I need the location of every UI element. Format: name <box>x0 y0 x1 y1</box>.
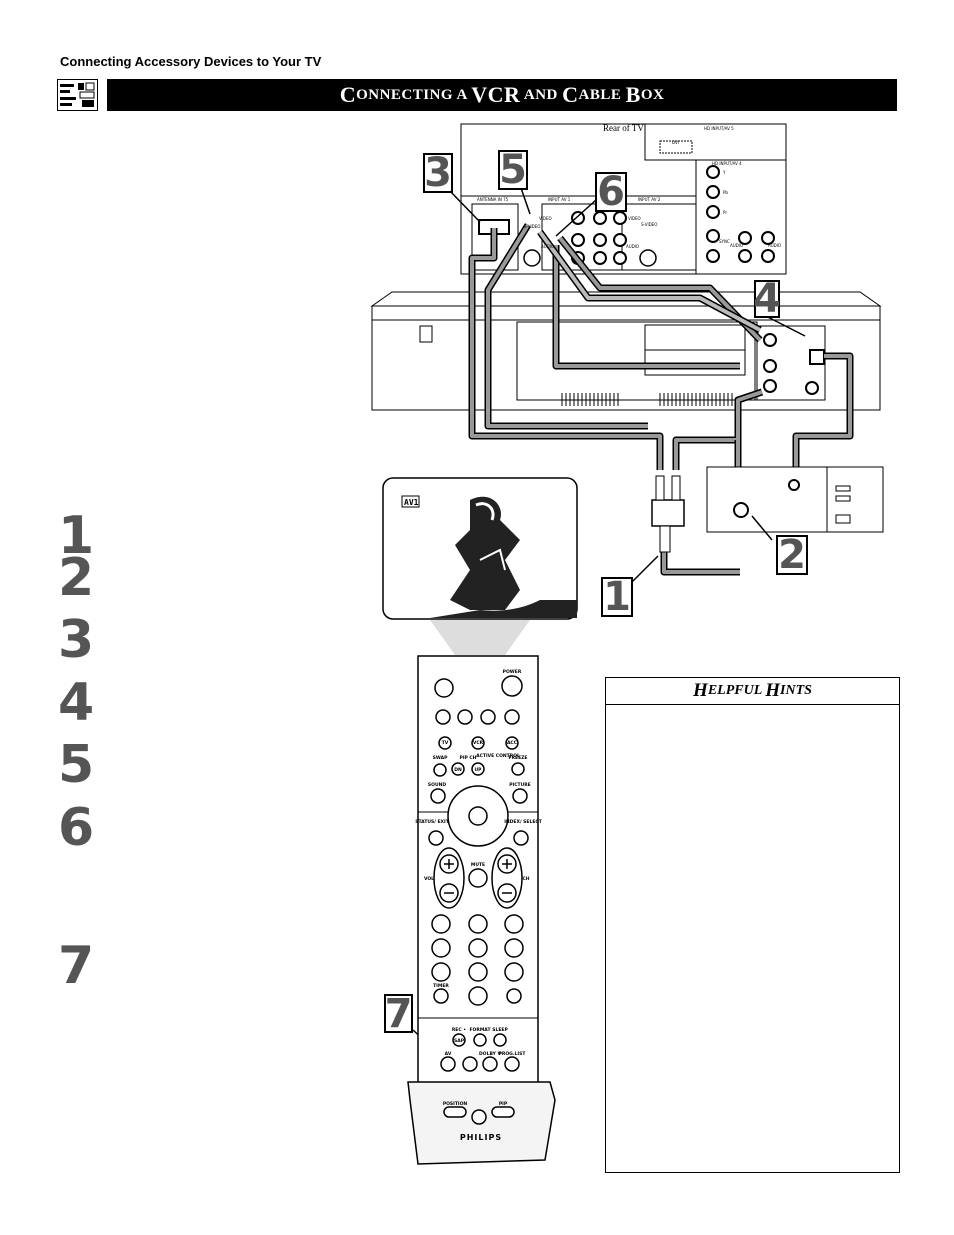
dvi-label: DVI <box>672 140 679 145</box>
callout-3: 3 <box>423 150 453 196</box>
callout-2: 2 <box>776 535 808 575</box>
tv-screen-illustration <box>382 477 578 620</box>
audio-label-av4-right: AUDIO <box>768 243 781 248</box>
title-cap-b: B <box>625 82 641 107</box>
title-cap-c: C <box>339 82 357 107</box>
callout-4: 4 <box>753 276 781 322</box>
hints-cap-h2: H <box>765 680 781 701</box>
hints-cap-h: H <box>693 680 708 701</box>
remote-freeze-label: FREEZE <box>508 755 527 761</box>
video-label-av2: VIDEO <box>628 216 641 221</box>
section-label: Connecting Accessory Devices to Your TV <box>60 54 322 69</box>
hd-input-av4-label: HD INPUT/AV 4 <box>712 161 742 166</box>
s-video-label-av2: S-VIDEO <box>641 222 657 227</box>
title-cap-c2: C <box>562 82 579 107</box>
hints-part-ints: INTS <box>780 683 812 698</box>
remote-vol-label: VOL <box>424 876 434 882</box>
hd-input-av5-label: HD INPUT/AV 5 <box>704 126 734 131</box>
title-part-ox: OX <box>640 86 665 103</box>
step-number-6: 6 <box>58 798 95 858</box>
cable-box <box>706 466 884 533</box>
step-number-7: 7 <box>58 936 95 996</box>
pr-label: Pr <box>723 210 727 215</box>
pb-label: Pb <box>723 190 728 195</box>
remote-picture-label: PICTURE <box>509 782 531 788</box>
vcr-unit <box>370 291 882 411</box>
section-icon <box>57 79 98 111</box>
callout-7: 7 <box>384 990 413 1037</box>
remote-ch-label: CH <box>522 876 529 882</box>
input-av1-label: INPUT AV 1 <box>548 197 571 202</box>
remote-active-control-label: ACTIVE CONTROL <box>476 753 520 759</box>
remote-sleep-label: SLEEP <box>492 1027 508 1033</box>
splitter <box>651 499 685 527</box>
remote-dn-label: DN <box>454 767 462 773</box>
audio-label-av2: AUDIO <box>626 244 639 249</box>
remote-pip-ch-label: PIP CH <box>460 755 477 761</box>
s-video-label: S-VIDEO <box>524 224 540 229</box>
remote-up-label: UP <box>475 767 483 773</box>
step-number-4: 4 <box>58 673 95 733</box>
step-number-1: 1 <box>58 506 95 566</box>
title-part-and: AND <box>520 86 563 103</box>
step-number-2: 2 <box>58 548 95 608</box>
remote-dolby-label: DOLBY V <box>479 1051 501 1057</box>
remote-timer-label: TIMER <box>433 983 449 989</box>
remote-index-select-label: INDEX/ SELECT <box>504 819 542 825</box>
audio-label-av4: AUDIO <box>730 243 743 248</box>
title-part-able: ABLE <box>578 86 626 103</box>
callout-1: 1 <box>601 577 633 617</box>
remote-format-label: FORMAT <box>469 1027 491 1033</box>
step-number-3: 3 <box>58 610 95 670</box>
remote-av-label: AV <box>445 1051 452 1057</box>
remote-signal-beam <box>430 620 530 655</box>
hints-part-elpful: ELPFUL <box>707 683 766 698</box>
remote-rec-label: REC • <box>452 1027 466 1033</box>
y-label: Y <box>722 170 726 175</box>
callout-6: 6 <box>595 172 627 212</box>
remote-mute-label: MUTE <box>471 862 485 868</box>
callout-5: 5 <box>498 147 528 193</box>
title-part-vcr: VCR <box>471 82 521 107</box>
remote-body <box>407 655 556 1165</box>
remote-vcr-label: VCR <box>473 740 484 746</box>
rear-of-tv-label: Rear of TV <box>603 123 644 133</box>
antenna-label: ANTENNA IN 75 <box>477 197 509 202</box>
remote-prog-list-label: PROG.LIST <box>499 1051 527 1057</box>
remote-acc-label: ACC <box>507 740 518 746</box>
remote-pip-label: PIP <box>499 1101 508 1107</box>
remote-tv-label: TV <box>442 740 449 746</box>
screen-av1-label: AV1 <box>404 498 419 507</box>
remote-sap-label: SAP <box>454 1038 465 1044</box>
remote-swap-label: SWAP <box>433 755 448 761</box>
cables <box>468 223 854 576</box>
remote-sound-label: SOUND <box>428 782 446 788</box>
remote-brand-logo: PHILIPS <box>460 1133 502 1142</box>
title-part-onnecting: ONNECTING A <box>356 86 472 103</box>
video-label: VIDEO <box>539 216 552 221</box>
input-av2-label: INPUT AV 2 <box>638 197 661 202</box>
remote-position-label: POSITION <box>443 1101 468 1107</box>
audio-label: AUDIO <box>541 244 554 249</box>
remote-status-exit-label: STATUS/ EXIT <box>415 819 449 825</box>
step-number-5: 5 <box>58 735 95 795</box>
remote-power-label: POWER <box>503 669 522 675</box>
sync-label: SYNC <box>719 239 730 244</box>
